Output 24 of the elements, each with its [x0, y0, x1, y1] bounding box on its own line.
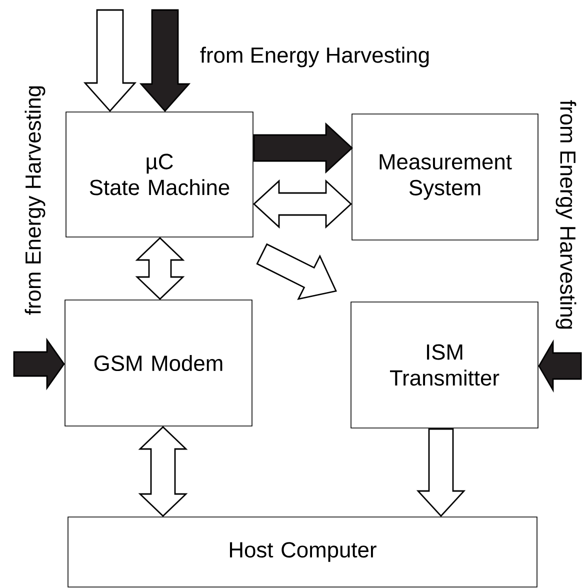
block-arrow [83, 9, 137, 112]
block-arrow [416, 428, 466, 518]
block-box [352, 114, 538, 240]
block-box [66, 112, 254, 238]
block-arrow [139, 9, 191, 112]
block-box [68, 516, 538, 588]
block-arrow [252, 179, 352, 229]
node-label: µC [146, 154, 173, 174]
block-arrow [538, 339, 582, 393]
source-label: from Energy Harvesting [24, 86, 46, 315]
node-label: GSM Modem [94, 354, 222, 372]
block-box [350, 302, 538, 428]
node-label: Host Computer [230, 542, 376, 562]
block-arrow [253, 122, 354, 174]
block-box [64, 300, 252, 426]
node-label: State Machine [90, 179, 230, 196]
block-arrow [135, 237, 185, 300]
block-arrow [13, 338, 65, 390]
block-arrow [256, 243, 337, 300]
node-label: ISM Transmitter [390, 344, 500, 386]
source-label: from Energy Harvesting [556, 100, 576, 329]
source-label: from Energy Harvesting [200, 46, 429, 68]
block-arrow [138, 426, 188, 517]
node-label: Measurement System [380, 154, 512, 200]
